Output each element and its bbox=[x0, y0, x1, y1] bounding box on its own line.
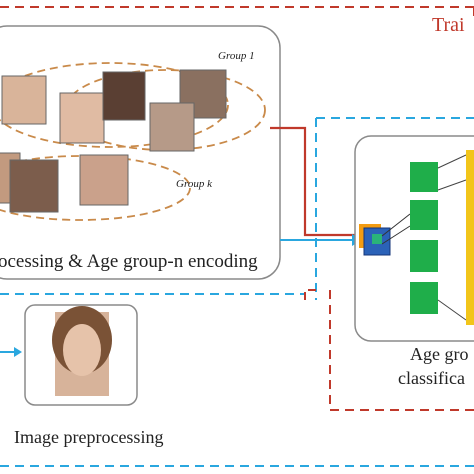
feature-map bbox=[410, 282, 438, 314]
testing-boundary bbox=[0, 117, 474, 467]
kernel-lines bbox=[381, 213, 411, 245]
training-boundary-bottom bbox=[329, 290, 474, 411]
group-k-label: Group k bbox=[176, 178, 212, 190]
test-connector-red bbox=[304, 289, 318, 300]
test-face-skin bbox=[63, 324, 101, 376]
age-group-label-line2: classifica bbox=[398, 368, 465, 388]
group-ellipse-2 bbox=[64, 69, 266, 151]
face-thumb bbox=[9, 159, 59, 213]
face-thumbnails bbox=[0, 69, 227, 213]
face-thumb bbox=[79, 154, 129, 206]
face-thumb bbox=[102, 71, 146, 121]
fully-connected-layer bbox=[466, 150, 474, 325]
feature-maps bbox=[410, 162, 438, 314]
face-thumb bbox=[59, 92, 105, 144]
blue-arrowhead-left bbox=[14, 347, 22, 357]
image-preprocessing-label: Image preprocessing bbox=[14, 427, 164, 447]
fc-connections bbox=[437, 154, 467, 321]
feature-map bbox=[410, 240, 438, 272]
age-group-label-line1: Age gro bbox=[410, 344, 469, 364]
encoding-label: ocessing & Age group-n encoding bbox=[0, 251, 258, 272]
group-ellipse-1 bbox=[0, 62, 229, 148]
training-connector bbox=[270, 126, 355, 237]
group-1-label: Group 1 bbox=[218, 50, 255, 62]
group-ellipse-k bbox=[0, 155, 191, 221]
training-boundary bbox=[0, 6, 474, 20]
training-title: Trai bbox=[432, 14, 465, 36]
input-kernel bbox=[372, 234, 382, 244]
feature-map bbox=[410, 162, 438, 192]
face-thumb bbox=[149, 102, 195, 152]
face-group-box bbox=[0, 25, 281, 280]
face-thumb bbox=[1, 75, 47, 125]
feature-map bbox=[410, 200, 438, 230]
